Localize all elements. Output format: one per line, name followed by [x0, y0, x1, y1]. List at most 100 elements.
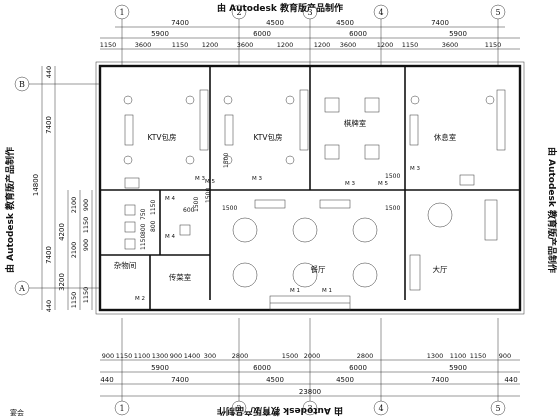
axis-bubbles-bottom: 1 2 3 4 5	[114, 400, 506, 416]
dim-text: 1150	[402, 41, 419, 49]
dim-text: 1200	[277, 41, 294, 49]
dim-text: 1150	[140, 235, 147, 250]
door-label: M 1	[290, 288, 300, 294]
dim-text: 1500	[385, 205, 400, 212]
dim-text: 5900	[449, 364, 467, 372]
ktv-room-2	[223, 89, 309, 165]
dim-text: 4500	[336, 376, 354, 384]
dim-text: 6000	[253, 364, 271, 372]
top-dim-row2: 5900 6000 6000 5900	[151, 30, 467, 38]
bottom-dim-row1: 900 1150 1100 1300 900 1400 300 2800 150…	[102, 352, 511, 360]
dim-text: 1100	[134, 352, 151, 360]
dim-text: 1150	[150, 200, 157, 215]
door-label: M 2	[135, 296, 145, 302]
top-dim-row1: 7400 4500 4500 7400	[171, 19, 449, 27]
dim-text: 800	[150, 220, 157, 232]
dim-text: 900	[102, 352, 114, 360]
dim-text: 1500	[223, 153, 230, 168]
dim-text: 1400	[184, 352, 201, 360]
dim-text: 7400	[171, 19, 189, 27]
room-labels: KTV包房 KTV包房 棋牌室 休息室 杂物间 传菜室 餐厅 大厅	[114, 118, 457, 282]
dim-text: 2800	[232, 352, 249, 360]
left-small-dims: 2100 2100 1150 1150 900 900 1150 440 440	[45, 66, 90, 312]
axis-label-2-bottom: 2	[236, 404, 241, 413]
dim-text: 2100	[70, 242, 78, 259]
dim-text: 7400	[171, 376, 189, 384]
dim-text: 1150	[82, 287, 90, 304]
door-label: M 3	[410, 166, 420, 172]
dim-text: 2100	[70, 197, 78, 214]
dim-text: 300	[204, 352, 216, 360]
watermark-right: 由 Autodesk 教育版产品制作	[546, 147, 558, 273]
room-label-ktv1: KTV包房	[147, 132, 176, 142]
dim-text: 1150	[70, 292, 78, 309]
door-label: M 4	[165, 196, 175, 202]
dim-text: 3600	[442, 41, 459, 49]
dim-text: 1150	[116, 352, 133, 360]
door-label: M 5	[205, 179, 215, 185]
dim-text: 3600	[340, 41, 357, 49]
dim-text: 7400	[431, 19, 449, 27]
dim-text: 1100	[450, 352, 467, 360]
restaurant-tables	[232, 202, 453, 288]
axis-label-1: 1	[119, 8, 124, 17]
dim-text: 4500	[336, 19, 354, 27]
dim-text: 1200	[202, 41, 219, 49]
door-labels: M 3 M 3 M 3 M 3 M 4 M 4 M 5 M 5 M 2 M 1 …	[135, 166, 420, 302]
door-label: M 1	[322, 288, 332, 294]
dim-text: 7400	[431, 376, 449, 384]
axis-bubbles-rows: B A	[14, 76, 30, 296]
dim-text: 1500	[282, 352, 299, 360]
dim-text: 1500	[222, 205, 237, 212]
dim-text: 1500	[205, 188, 212, 203]
dim-text: 900	[82, 199, 90, 211]
dim-text: 5900	[449, 30, 467, 38]
lobby-sofas	[254, 199, 498, 291]
axis-label-2: 2	[236, 8, 241, 17]
dim-text: 1300	[427, 352, 444, 360]
room-label-ktv2: KTV包房	[253, 132, 282, 142]
top-dim-row3: 1150 3600 1150 1200 3600 1200 1200 3600 …	[100, 41, 502, 49]
dim-text: 440	[504, 376, 517, 384]
axis-label-3: 3	[307, 8, 312, 17]
door-label: M 4	[165, 234, 175, 240]
dim-text: 1500	[193, 197, 200, 212]
dim-text: 1150	[485, 41, 502, 49]
dim-text: 4500	[266, 19, 284, 27]
dim-text: 2000	[304, 352, 321, 360]
dim-text: 4200	[58, 223, 66, 241]
dim-text: 1200	[314, 41, 331, 49]
axis-bubbles-top: 1 2 3 4 5	[114, 4, 506, 20]
room-label-lobby: 大厅	[433, 264, 448, 274]
top-dimension-lines	[100, 26, 520, 50]
dim-text: 1150	[82, 217, 90, 234]
dim-text: 6000	[349, 364, 367, 372]
dim-text: 4500	[266, 376, 284, 384]
axis-lines	[29, 19, 499, 401]
inner-dim-labels: 1500 1500 1500 1500 1500 1500 600 1150 8…	[140, 153, 400, 250]
dim-text: 6000	[349, 30, 367, 38]
dim-text: 1300	[152, 352, 169, 360]
dim-text: 900	[82, 239, 90, 251]
room-label-storage: 杂物间	[114, 260, 137, 270]
door-label: M 5	[378, 181, 388, 187]
dim-text: 6000	[253, 30, 271, 38]
dim-text: 900	[170, 352, 182, 360]
room-label-lounge: 休息室	[434, 132, 457, 142]
dim-text: 1150	[470, 352, 487, 360]
axis-label-5-bottom: 5	[495, 404, 500, 413]
interior-walls	[100, 66, 520, 310]
lounge-furniture	[409, 89, 506, 186]
axis-label-4-bottom: 4	[378, 404, 383, 413]
dim-text: 3600	[237, 41, 254, 49]
dim-text: 3600	[135, 41, 152, 49]
dim-text: 440	[45, 300, 53, 312]
dim-text: 5900	[151, 30, 169, 38]
dim-text: 1150	[100, 41, 117, 49]
bottom-dim-row3: 440 7400 4500 4500 7400 440	[100, 376, 517, 384]
dim-text: 440	[100, 376, 113, 384]
room-label-chess: 棋牌室	[344, 118, 367, 128]
entrance	[269, 295, 351, 311]
dim-text: 2800	[357, 352, 374, 360]
